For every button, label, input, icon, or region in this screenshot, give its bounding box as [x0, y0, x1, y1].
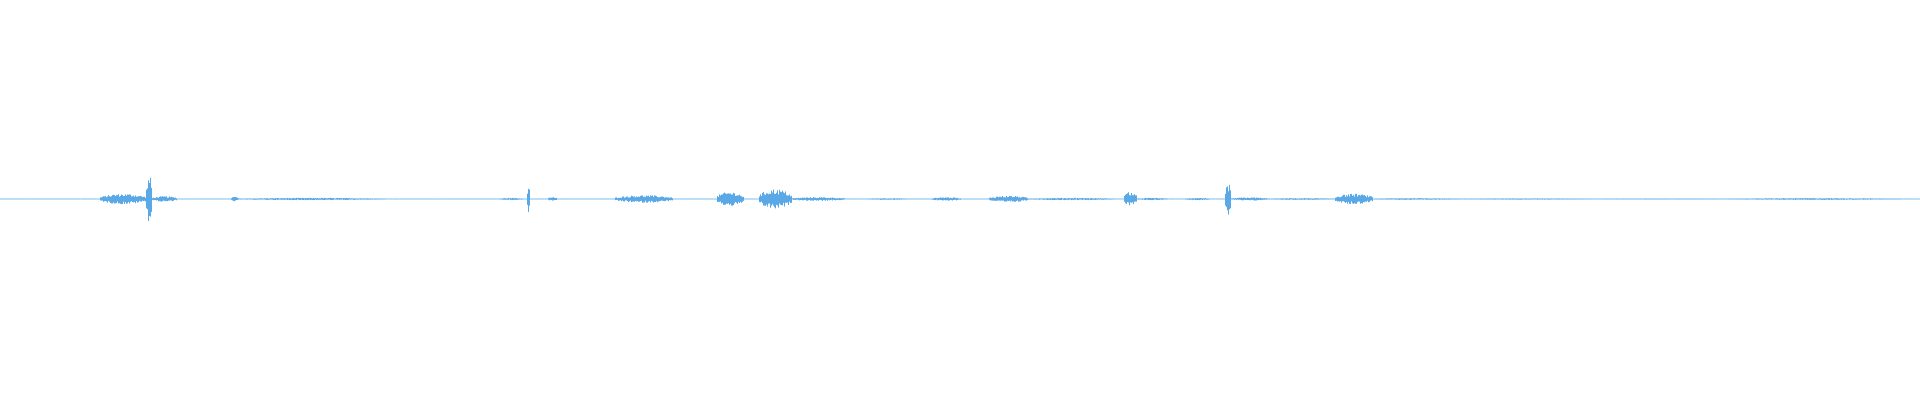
waveform-signal — [0, 177, 1920, 221]
